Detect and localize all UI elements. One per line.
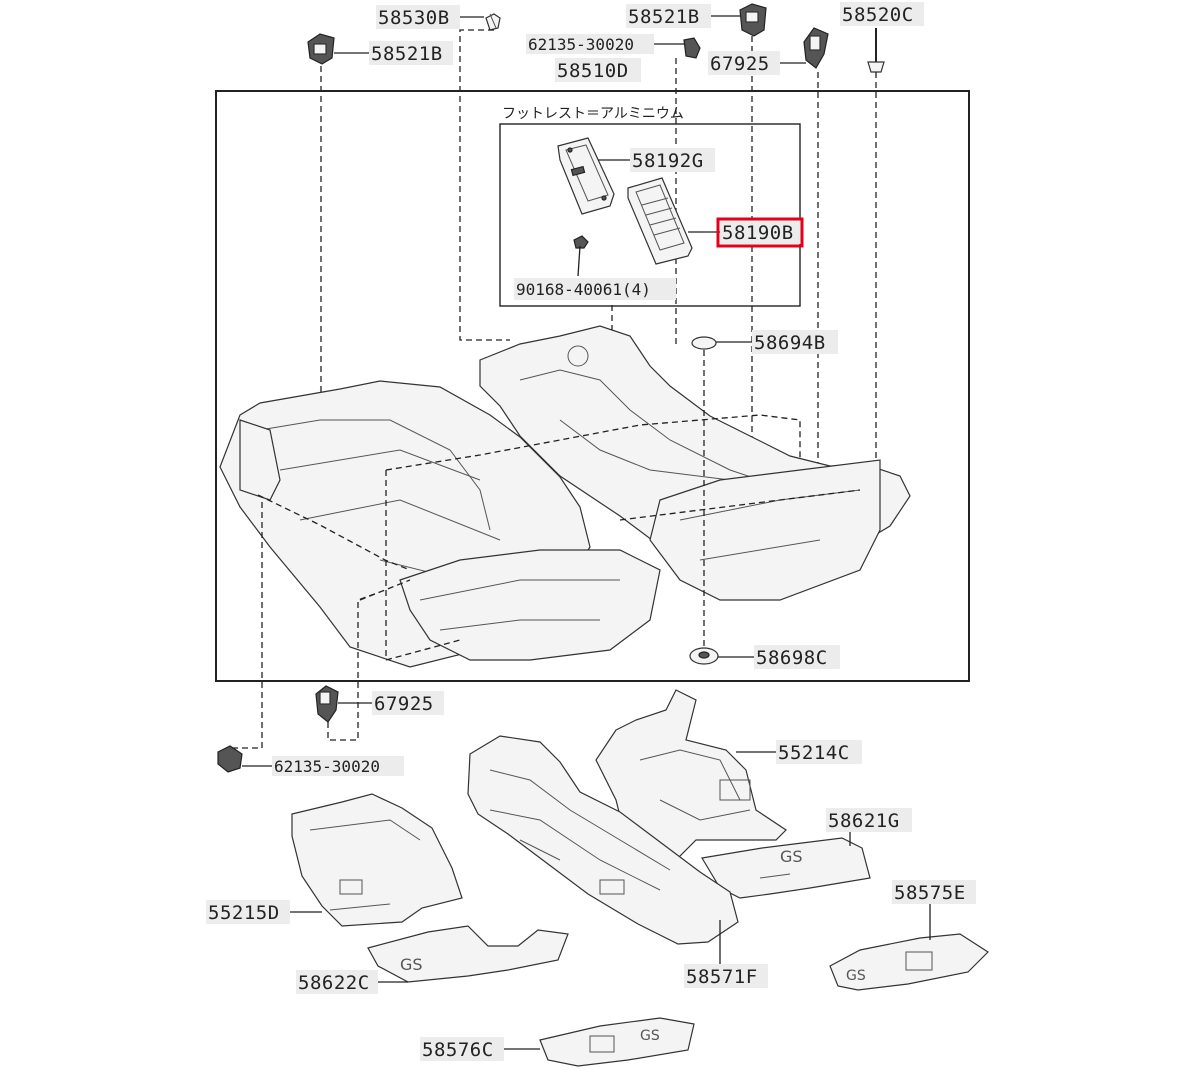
label-58621G[interactable]: 58621G	[828, 810, 900, 832]
bracket-58192G-icon	[557, 137, 615, 215]
clip-58521B-top-icon	[739, 3, 767, 37]
clip-67925-bottom-icon	[315, 685, 339, 723]
svg-text:GS: GS	[400, 955, 423, 974]
label-58510D[interactable]: 58510D	[557, 60, 629, 82]
floor-carpet-58510D-icon	[219, 325, 911, 668]
mat-58622C-icon: GS	[367, 925, 569, 983]
mat-58575E-icon: GS	[829, 933, 989, 991]
label-58192G[interactable]: 58192G	[632, 150, 704, 172]
label-58190B[interactable]: 58190B	[722, 222, 794, 244]
label-67925-top[interactable]: 67925	[710, 53, 770, 75]
svg-text:GS: GS	[640, 1028, 660, 1044]
mat-58621G-icon: GS	[701, 837, 871, 899]
label-67925-bottom[interactable]: 67925	[374, 693, 434, 715]
mat-58576C-icon: GS	[539, 1017, 695, 1067]
insulator-58571F-icon	[467, 735, 739, 945]
label-58576C[interactable]: 58576C	[422, 1039, 494, 1061]
clip-58521B-left-icon	[307, 33, 335, 65]
svg-text:GS: GS	[780, 847, 803, 866]
svg-text:GS: GS	[846, 968, 866, 984]
label-55214C[interactable]: 55214C	[778, 742, 850, 764]
clip-62135-bottom-icon	[217, 745, 243, 773]
clip-62135-top-icon	[683, 37, 701, 59]
label-62135-bottom[interactable]: 62135-30020	[274, 757, 380, 776]
label-58530B[interactable]: 58530B	[378, 7, 450, 29]
label-58521B-left[interactable]: 58521B	[371, 43, 443, 65]
label-58520C[interactable]: 58520C	[842, 4, 914, 26]
footrest-pad-58190B-icon	[627, 177, 693, 265]
floor-carpet-frame	[215, 90, 970, 682]
screw-90168-icon	[573, 235, 589, 277]
label-55215D[interactable]: 55215D	[208, 902, 280, 924]
label-62135-top[interactable]: 62135-30020	[528, 35, 634, 54]
stud-58520C-icon	[867, 28, 885, 73]
grommet-58698C-icon	[689, 647, 719, 665]
label-58622C[interactable]: 58622C	[298, 972, 370, 994]
label-58575E[interactable]: 58575E	[894, 882, 966, 904]
label-58521B-top[interactable]: 58521B	[628, 6, 700, 28]
grommet-58694B-icon	[691, 336, 717, 350]
highlight-58190B	[716, 217, 804, 248]
clip-67925-top-icon	[803, 27, 829, 69]
label-58698C[interactable]: 58698C	[756, 647, 828, 669]
label-58571F[interactable]: 58571F	[686, 966, 758, 988]
clip-58530B-icon	[485, 13, 501, 31]
label-58694B[interactable]: 58694B	[754, 332, 826, 354]
footrest-material-note: フットレスト＝アルミニウム	[502, 106, 684, 122]
label-90168[interactable]: 90168-40061(4)	[516, 280, 651, 299]
footrest-subframe	[499, 123, 801, 307]
insulator-55215D-icon	[291, 793, 463, 927]
